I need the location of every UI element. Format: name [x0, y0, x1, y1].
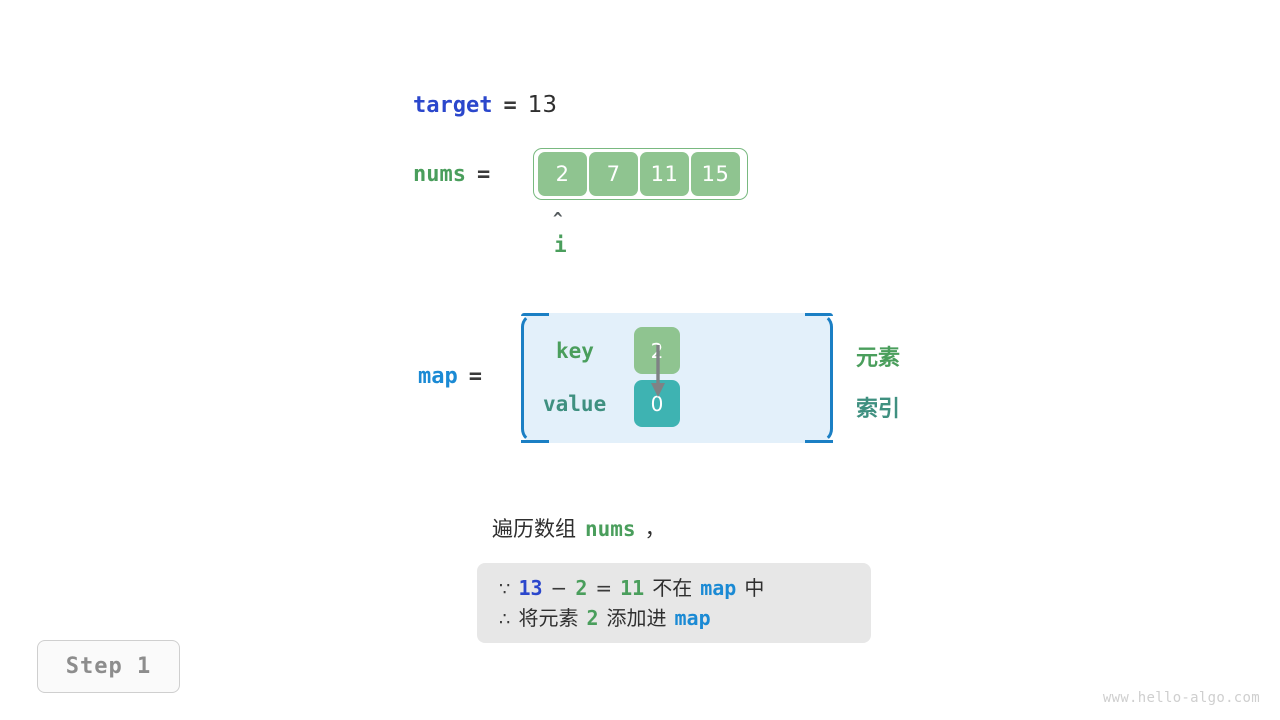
reasoning-target-value: 13: [518, 576, 543, 600]
reasoning-in-text: 中: [744, 576, 765, 600]
map-equals-sign: =: [468, 364, 482, 389]
index-caret-icon: ^: [553, 209, 563, 228]
step-badge: Step 1: [37, 640, 180, 693]
map-value-row-label: value: [543, 392, 607, 416]
reasoning-line-conclusion: ∴ 将元素 2 添加进 map: [499, 603, 849, 633]
index-pointer-label: i: [554, 233, 567, 257]
caption-prefix: 遍历数组: [492, 517, 576, 541]
map-key-row-label: key: [556, 339, 594, 363]
nums-declaration: nums =: [413, 162, 490, 187]
nums-variable-name: nums: [413, 162, 466, 187]
target-declaration: target = 13: [413, 92, 557, 118]
reasoning-map-ref: map: [700, 576, 737, 600]
map-variable-name: map: [418, 364, 458, 389]
array-cell: 7: [589, 152, 638, 196]
caption-line: 遍历数组 nums ，: [492, 513, 666, 543]
array-cell: 15: [691, 152, 740, 196]
nums-equals-sign: =: [476, 162, 491, 187]
array-cell: 2: [538, 152, 587, 196]
reasoning-added-num: 2: [586, 606, 599, 630]
map-box-corner-bottom-right: [805, 440, 833, 443]
reasoning-add-element-text: 将元素: [518, 606, 579, 630]
map-declaration: map =: [418, 364, 482, 389]
reasoning-equals-operator: =: [595, 576, 613, 600]
reasoning-line-premise: ∵ 13 − 2 = 11 不在 map 中: [499, 573, 849, 603]
map-key-meaning-label: 元素: [856, 346, 901, 371]
therefore-symbol-icon: ∴: [499, 609, 511, 630]
nums-array: 2 7 11 15: [533, 148, 748, 200]
reasoning-not-in-text: 不在: [652, 576, 693, 600]
map-value-meaning-label: 索引: [856, 397, 901, 422]
watermark: www.hello-algo.com: [1102, 690, 1260, 706]
reasoning-into-text: 添加进: [606, 606, 667, 630]
reasoning-complement-value: 11: [620, 576, 645, 600]
map-box-corner-bottom-left: [521, 440, 549, 443]
reasoning-box: ∵ 13 − 2 = 11 不在 map 中 ∴ 将元素 2 添加进 map: [477, 563, 871, 643]
target-equals-sign: =: [503, 93, 517, 118]
reasoning-map-ref: map: [674, 606, 711, 630]
array-cell: 11: [640, 152, 689, 196]
target-variable-name: target: [413, 93, 493, 118]
caption-code-nums: nums: [585, 517, 636, 541]
because-symbol-icon: ∵: [499, 579, 511, 600]
reasoning-minus-operator: −: [550, 576, 568, 600]
key-to-value-arrow-icon: [651, 345, 665, 397]
target-value: 13: [527, 92, 558, 118]
caption-suffix: ，: [644, 517, 666, 541]
map-value-cell: 0: [634, 380, 680, 427]
reasoning-current-num: 2: [575, 576, 588, 600]
